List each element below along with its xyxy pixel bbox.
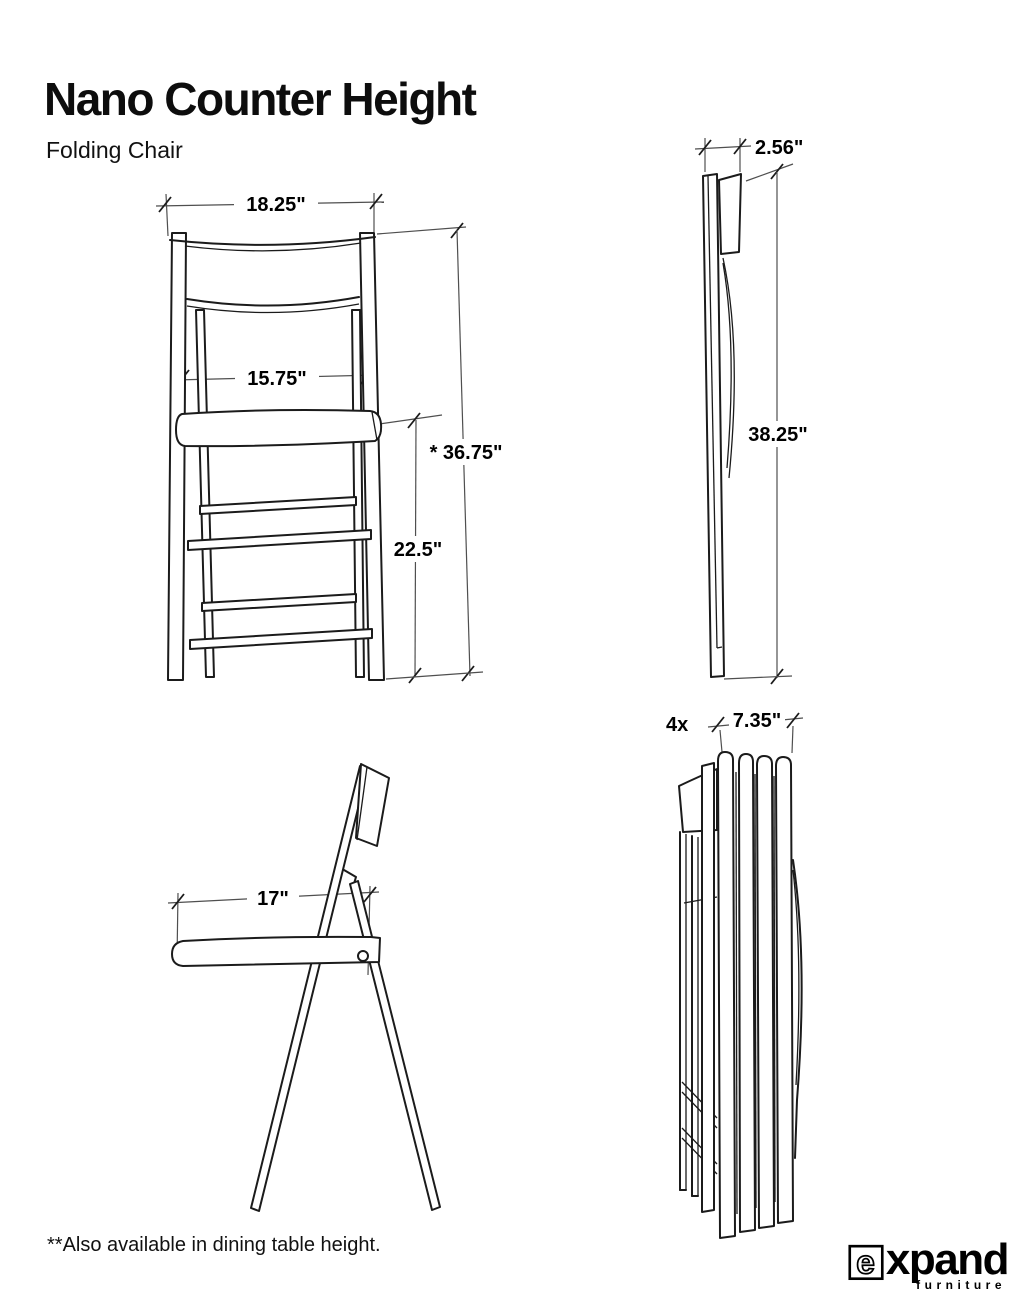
brand-logo: e xpand furniture [848, 1235, 1010, 1292]
dim-seat-depth-label: 17" [257, 888, 289, 910]
dim-folded-height-label: 38.25" [748, 424, 808, 446]
profile-view-dimension-lines [694, 138, 794, 685]
logo-brand-text: xpand [885, 1235, 1010, 1284]
brand-logo-row: e xpand [848, 1235, 1010, 1284]
logo-e-letter: e [856, 1244, 875, 1281]
dim-front-width-label: 18.25" [246, 194, 306, 216]
logo-e-box-icon: e [848, 1244, 884, 1282]
front-view-chair [167, 232, 385, 681]
front-view-dimension-labels: 18.25" 15.75" * 36.75" 22.5" [234, 191, 514, 562]
dim-back-width-label: 15.75" [247, 368, 307, 390]
profile-view-chair [702, 173, 742, 678]
page-subtitle: Folding Chair [46, 137, 183, 163]
stack-view-drawing: 4x 7.35" [666, 706, 804, 1239]
profile-view-dimension-labels: 2.56" 38.25" [743, 137, 813, 447]
availability-note: **Also available in dining table height. [47, 1234, 381, 1256]
front-view-drawing: 18.25" 15.75" * 36.75" 22.5" [155, 191, 514, 684]
logo-tagline: furniture [916, 1278, 1006, 1292]
dim-stack-width-label: 7.35" [733, 710, 781, 732]
side-view-dimension-labels: 17" [247, 884, 299, 910]
stack-view-chairs [678, 751, 803, 1239]
dim-total-height-label: * 36.75" [430, 442, 503, 464]
side-view-chair [171, 763, 441, 1212]
side-view-drawing: 17" [167, 763, 441, 1212]
dim-folded-depth-label: 2.56" [755, 137, 803, 159]
stack-quantity-label: 4x [666, 714, 688, 736]
page-title: Nano Counter Height [44, 73, 477, 125]
stack-view-labels: 4x 7.35" [666, 706, 785, 736]
profile-view-drawing: 2.56" 38.25" [694, 137, 813, 685]
dim-seat-height-label: 22.5" [394, 539, 442, 561]
